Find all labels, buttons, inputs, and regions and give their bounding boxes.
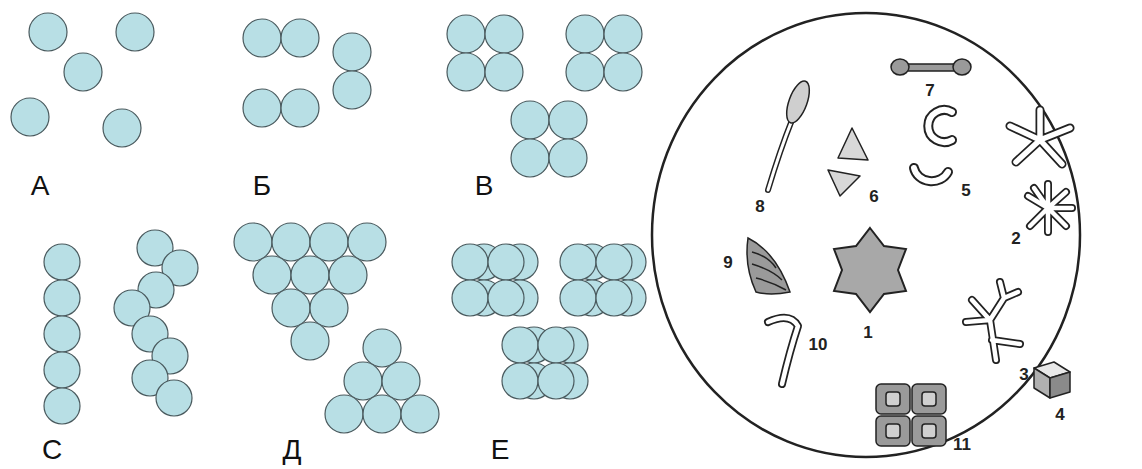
panel-letter: В — [475, 172, 494, 200]
callout-number: 1 — [863, 324, 872, 341]
callout-number: 4 — [1055, 406, 1064, 423]
callout-number: 10 — [809, 336, 828, 353]
panel-letter: С — [42, 436, 62, 464]
panel-letter: А — [31, 172, 50, 200]
crescent-shapes — [914, 110, 952, 181]
dumbbell-shape — [891, 59, 971, 75]
callout-number: 3 — [1019, 366, 1028, 383]
callout-number: 2 — [1011, 230, 1020, 247]
star-body — [834, 228, 906, 312]
cone-shape — [747, 238, 790, 294]
tailed-shape — [768, 78, 814, 190]
callout-number: 7 — [925, 82, 934, 99]
callout-number: 8 — [755, 198, 764, 215]
callout-number: 5 — [961, 182, 970, 199]
cube-shape — [1034, 362, 1070, 398]
rod-shape — [768, 318, 798, 384]
tetrad-shape — [876, 384, 946, 446]
panel-letter: Б — [253, 172, 271, 200]
triangle-shapes — [828, 128, 868, 196]
star-shapes — [1010, 110, 1072, 232]
cell-circles — [11, 13, 646, 433]
panel-letter: Е — [491, 436, 510, 464]
callout-number: 11 — [953, 436, 971, 453]
view-field — [652, 13, 1080, 457]
callout-number: 6 — [869, 188, 878, 205]
callout-number: 9 — [723, 254, 732, 271]
branched-shape — [966, 282, 1020, 360]
panel-letter: Д — [283, 436, 302, 464]
